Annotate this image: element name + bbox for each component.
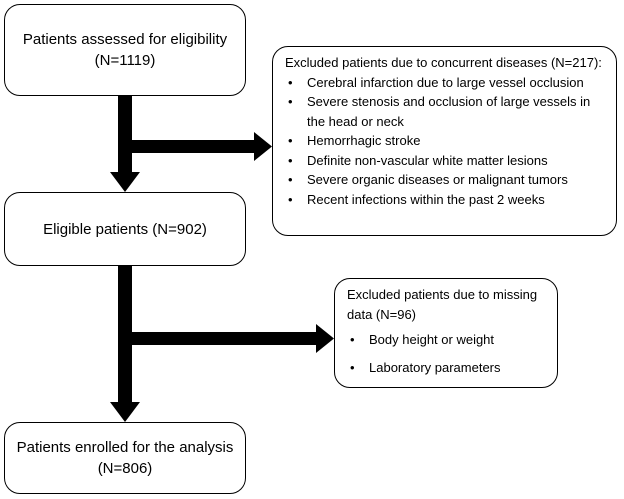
arrow-to-exclusion-1 bbox=[132, 132, 272, 161]
exclusion-box-concurrent-diseases: Excluded patients due to concurrent dise… bbox=[272, 46, 617, 236]
exclusion-list: Cerebral infarction due to large vessel … bbox=[285, 73, 606, 210]
list-item: Severe organic diseases or malignant tum… bbox=[285, 170, 606, 190]
list-item: Laboratory parameters bbox=[347, 358, 547, 378]
exclusion-title: Excluded patients due to missing data (N… bbox=[347, 287, 538, 322]
arrow-assessed-to-eligible bbox=[110, 96, 140, 192]
arrow-to-exclusion-2 bbox=[132, 324, 334, 353]
arrow-eligible-to-enrolled bbox=[110, 266, 140, 422]
list-item: Definite non-vascular white matter lesio… bbox=[285, 151, 606, 171]
list-item: Recent infections within the past 2 week… bbox=[285, 190, 606, 210]
node-assessed-count: (N=1119) bbox=[94, 52, 156, 69]
exclusion-box-missing-data: Excluded patients due to missing data (N… bbox=[334, 278, 558, 388]
exclusion-title: Excluded patients due to concurrent dise… bbox=[285, 55, 602, 70]
node-assessed: Patients assessed for eligibility (N=111… bbox=[4, 4, 246, 96]
node-enrolled-label: Patients enrolled for the analysis bbox=[16, 439, 234, 456]
node-assessed-label: Patients assessed for eligibility bbox=[22, 31, 228, 48]
node-eligible: Eligible patients (N=902) bbox=[4, 192, 246, 266]
node-enrolled-count: (N=806) bbox=[97, 460, 153, 477]
list-item: Body height or weight bbox=[347, 330, 547, 350]
node-eligible-label: Eligible patients (N=902) bbox=[43, 220, 207, 238]
exclusion-list: Body height or weight Laboratory paramet… bbox=[347, 330, 547, 377]
node-enrolled: Patients enrolled for the analysis (N=80… bbox=[4, 422, 246, 494]
list-item: Cerebral infarction due to large vessel … bbox=[285, 73, 606, 93]
list-item: Severe stenosis and occlusion of large v… bbox=[285, 92, 606, 131]
list-item: Hemorrhagic stroke bbox=[285, 131, 606, 151]
